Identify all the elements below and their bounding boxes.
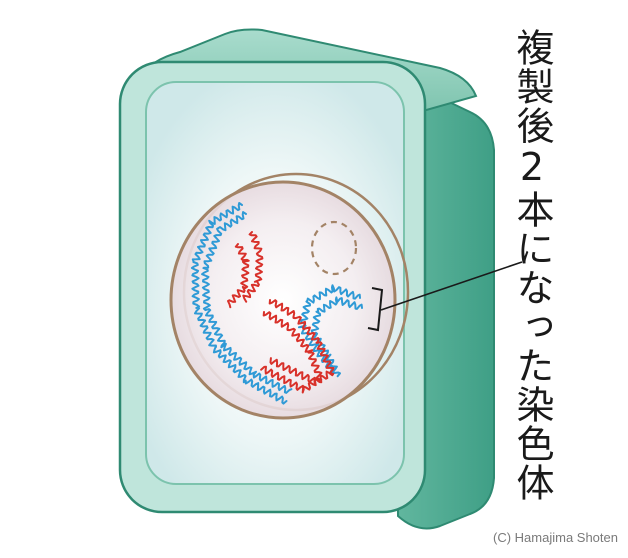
chromatid-red-small-a [227, 243, 250, 309]
chromatid-red-small-b [242, 231, 264, 303]
chromatid-red-long-b [260, 311, 323, 394]
copyright-credit: (C) Hamajima Shoten [493, 530, 618, 545]
chromatid-blue-hook-a [297, 284, 361, 374]
leader-line [380, 261, 523, 311]
nucleus [169, 180, 397, 420]
chromatid-blue-hook-b [310, 296, 363, 378]
nucleolus [310, 220, 358, 276]
chromatid-blue-large-outer [190, 202, 288, 405]
bracket [367, 287, 384, 332]
chromatid-red-long-a [268, 299, 335, 386]
chromatid-blue-large-inner [201, 211, 293, 394]
chromosome-label: 複製後2本になった染色体 [510, 28, 554, 502]
chromosomes [190, 202, 363, 405]
